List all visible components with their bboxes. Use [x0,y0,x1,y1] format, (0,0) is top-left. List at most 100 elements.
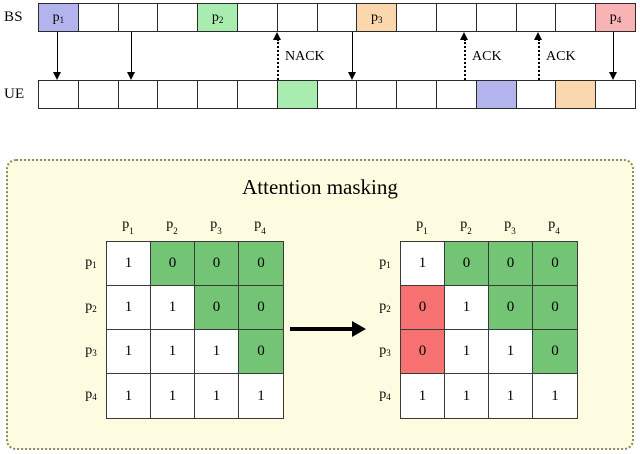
modified-mask-cell-2-1: 1 [445,330,489,374]
modified-mask-col-header-3: p4 [548,217,560,236]
modified-mask-cell-1-1: 1 [445,286,489,330]
col-header-subscript: 1 [129,225,134,236]
modified-mask-cell-2-2: 1 [489,330,533,374]
causal-mask-cell-0-3: 0 [239,242,283,286]
ack-uplink-1-label: ACK [472,49,502,64]
ue-slot-13 [556,81,597,108]
col-header-subscript: 1 [423,225,428,236]
bs-slot-10 [436,4,477,31]
modified-mask-cell-3-0: 1 [401,374,445,418]
causal-mask-cell-2-3: 0 [239,330,283,374]
slot-label-subscript: 1 [59,14,65,25]
p2-downlink-line [131,32,132,73]
bs-slot-0: p1 [39,4,79,31]
modified-mask-cell-3-1: 1 [445,374,489,418]
causal-mask-cell-1-3: 0 [239,286,283,330]
ue-slot-11 [476,81,517,108]
slot-label-subscript: 4 [616,14,622,25]
causal-mask-cell-2-2: 1 [195,330,239,374]
modified-mask-cell-0-2: 0 [489,242,533,286]
nack-uplink-line [277,39,279,80]
ack-uplink-2-head-icon [534,32,543,40]
ue-slot-14 [596,81,635,108]
bs-slot-7 [317,4,358,31]
p2-downlink-head-icon [127,72,136,80]
arrow-head [352,321,366,337]
modified-mask-cell-1-2: 0 [489,286,533,330]
ue-slot-0 [39,81,79,108]
bs-slot-11 [476,4,517,31]
causal-mask-cell-0-0: 1 [107,242,151,286]
slot-label: p4 [609,9,622,25]
row-header-subscript: 1 [92,260,97,270]
ue-slot-10 [436,81,477,108]
bs-slot-3 [158,4,199,31]
bs-slot-9 [397,4,437,31]
transition-arrow-icon [290,321,370,337]
row-header-subscript: 2 [92,304,97,314]
causal-mask-cell-2-0: 1 [107,330,151,374]
p3-downlink-head-icon [348,72,357,80]
causal-mask-cell-2-1: 1 [151,330,195,374]
ue-slot-7 [317,81,358,108]
p4-downlink-head-icon [609,72,618,80]
bs-slot-14: p4 [596,4,635,31]
row-header-subscript: 3 [386,348,391,358]
ue-slot-9 [397,81,437,108]
causal-mask-col-header-0: p1 [122,217,134,236]
p3-downlink-line [352,32,353,73]
ue-slot-8 [357,81,398,108]
causal-mask-cell-1-0: 1 [107,286,151,330]
causal-mask-cell-1-2: 0 [195,286,239,330]
slot-label: p3 [371,9,383,25]
modified-mask-cell-3-2: 1 [489,374,533,418]
nack-uplink-label: NACK [285,49,325,64]
ack-uplink-2-label: ACK [546,49,576,64]
slot-label: p2 [211,9,224,25]
causal-mask-col-header-1: p2 [166,217,178,236]
modified-mask-cell-2-0: 0 [401,330,445,374]
causal-mask-cell-3-3: 1 [239,374,283,418]
p1-downlink-line [57,32,58,73]
bs-slot-6 [277,4,318,31]
ue-slot-3 [158,81,199,108]
ack-uplink-2-line [538,39,540,80]
ack-uplink-1-line [464,39,466,80]
causal-mask-cell-0-1: 0 [151,242,195,286]
bs-slot-5 [237,4,278,31]
modified-mask-cell-1-3: 0 [533,286,577,330]
slot-label-subscript: 2 [218,14,224,25]
col-header-subscript: 3 [511,225,516,236]
causal-mask-col-header-2: p3 [210,217,222,236]
bs-slot-13 [556,4,597,31]
modified-mask-cell-0-1: 0 [445,242,489,286]
modified-mask-cell-3-3: 1 [533,374,577,418]
ue-row-label: UE [4,86,25,102]
bs-slot-1 [78,4,119,31]
ue-slot-4 [198,81,238,108]
causal-mask-cell-3-1: 1 [151,374,195,418]
ue-slot-row [38,80,636,109]
ue-slot-12 [516,81,557,108]
ue-slot-1 [78,81,119,108]
ue-slot-5 [237,81,278,108]
ack-uplink-1-head-icon [460,32,469,40]
bs-slot-row: p1 p2 p3 p4 [38,3,636,32]
row-header-subscript: 4 [92,392,97,402]
